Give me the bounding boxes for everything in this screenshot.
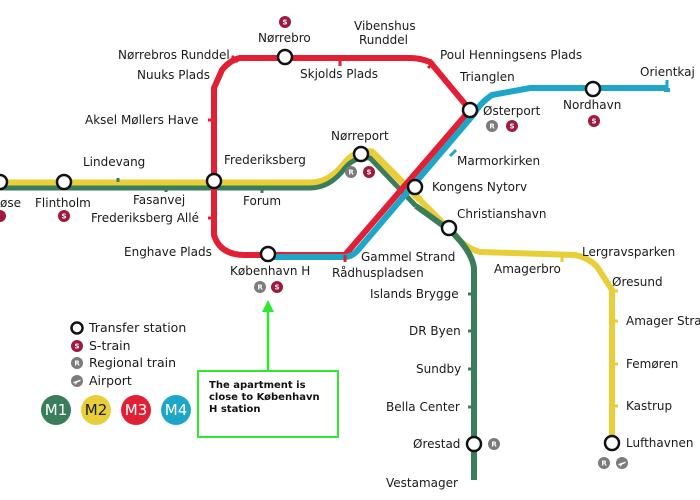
svg-text:S: S <box>61 213 66 221</box>
station-labels: Orientkaj Nordhavn Østerport Trianglen P… <box>0 19 700 490</box>
label-enghave-plads: Enghave Plads <box>124 245 212 259</box>
svg-text:Transfer station: Transfer station <box>88 320 186 335</box>
svg-text:M4: M4 <box>165 401 188 419</box>
badge-m4: M4 <box>161 395 191 425</box>
label-frederiksberg: Frederiksberg <box>224 153 306 167</box>
label-sundby: Sundby <box>416 362 461 376</box>
station-orestad[interactable] <box>465 435 483 453</box>
legend-regional-icon: R <box>71 357 83 369</box>
label-osterport: Østerport <box>483 104 541 118</box>
svg-text:M2: M2 <box>85 401 108 419</box>
svg-text:M3: M3 <box>125 401 148 419</box>
label-oresund: Øresund <box>612 275 663 289</box>
label-vestamager: Vestamager <box>386 476 458 490</box>
svg-text:S: S <box>509 123 514 131</box>
svg-text:R: R <box>74 360 80 368</box>
label-trianglen: Trianglen <box>459 70 515 84</box>
svg-text:S: S <box>282 19 287 27</box>
badge-m2: M2 <box>81 395 111 425</box>
annotation-box: The apartment is close to København H st… <box>197 370 339 438</box>
s-train-badges: S S S S S S <box>0 16 600 293</box>
label-poul-henningsens-plads: Poul Henningsens Plads <box>440 48 582 62</box>
label-norrebros-runddel: Nørrebros Runddel <box>118 48 230 62</box>
line-m3-ring <box>211 55 473 258</box>
legend-transfer-icon <box>70 321 84 335</box>
station-kobenhavn-h[interactable] <box>259 245 277 263</box>
svg-text:S: S <box>366 169 371 177</box>
svg-text:R: R <box>601 460 607 468</box>
svg-text:R: R <box>257 284 263 292</box>
badge-m1: M1 <box>41 395 71 425</box>
legend-s-train-icon: S <box>71 340 83 352</box>
svg-text:S: S <box>274 284 279 292</box>
m2-ticks <box>560 255 618 408</box>
label-bella-center: Bella Center <box>386 400 460 414</box>
station-nordhavn[interactable] <box>584 80 602 98</box>
label-nuuks-plads: Nuuks Plads <box>137 68 210 82</box>
label-orientkaj: Orientkaj <box>640 65 695 79</box>
label-kobenhavn-h: København H <box>230 264 310 278</box>
label-femoren: Femøren <box>626 357 678 371</box>
station-vanlose[interactable] <box>0 173 9 191</box>
airport-icon <box>616 457 628 469</box>
svg-text:R: R <box>491 441 497 449</box>
label-amagerbro: Amagerbro <box>494 262 561 276</box>
label-nordhavn: Nordhavn <box>563 98 621 112</box>
legend-airport-icon <box>71 375 83 387</box>
svg-text:M1: M1 <box>45 401 68 419</box>
label-fasanvej: Fasanvej <box>133 193 185 207</box>
svg-text:Regional train: Regional train <box>89 355 176 370</box>
label-kongens-nytorv: Kongens Nytorv <box>432 180 527 194</box>
transfer-stations <box>0 48 621 453</box>
line-badges: M1 M2 M3 M4 <box>41 395 191 425</box>
station-norrebro[interactable] <box>276 48 294 66</box>
label-norreport: Nørreport <box>331 129 389 143</box>
badge-m3: M3 <box>121 395 151 425</box>
station-osterport[interactable] <box>461 101 479 119</box>
label-forum: Forum <box>243 194 281 208</box>
svg-text:S-train: S-train <box>89 338 131 353</box>
station-kongens-nytorv[interactable] <box>406 178 424 196</box>
label-gammel-strand: Gammel Strand <box>361 250 455 264</box>
label-vibenshus-1: Vibenshus <box>354 19 416 33</box>
label-kastrup: Kastrup <box>626 399 672 413</box>
label-lergravsparken: Lergravsparken <box>582 245 675 259</box>
legend: Transfer station S S-train R Regional tr… <box>70 320 186 388</box>
m4-ticks <box>368 148 458 238</box>
svg-text:S: S <box>74 343 79 351</box>
m1-ticks <box>116 178 474 409</box>
label-flintholm: Flintholm <box>35 196 91 210</box>
station-christianshavn[interactable] <box>440 219 458 237</box>
label-lindevang: Lindevang <box>83 155 145 169</box>
label-orestad: Ørestad <box>413 437 460 451</box>
svg-text:R: R <box>348 169 354 177</box>
station-flintholm[interactable] <box>55 173 73 191</box>
label-dr-byen: DR Byen <box>409 324 461 338</box>
station-norreport[interactable] <box>352 145 370 163</box>
regional-badges: R R R R R <box>254 120 610 469</box>
label-vibenshus-2: Runddel <box>359 33 408 47</box>
svg-text:R: R <box>489 123 495 131</box>
annotation-text: The apartment is close to København H st… <box>209 380 320 415</box>
station-lufthavnen[interactable] <box>603 434 621 452</box>
label-frederiksberg-alle: Frederiksberg Allé <box>91 211 199 225</box>
label-aksel-mollers-have: Aksel Møllers Have <box>85 113 199 127</box>
svg-text:S: S <box>591 118 596 126</box>
label-norrebro: Nørrebro <box>258 31 311 45</box>
svg-text:Airport: Airport <box>89 373 132 388</box>
annotation-arrow <box>262 300 274 370</box>
label-christianshavn: Christianshavn <box>457 207 546 221</box>
label-vanlose: øse <box>0 196 21 210</box>
label-marmorkirken: Marmorkirken <box>457 154 540 168</box>
label-radhuspladsen: Rådhuspladsen <box>332 266 424 280</box>
label-lufthavnen: Lufthavnen <box>626 436 693 450</box>
station-frederiksberg[interactable] <box>205 172 223 190</box>
m3-ticks <box>208 54 436 262</box>
label-amager-strand: Amager Stra <box>626 314 700 328</box>
label-skjolds-plads: Skjolds Plads <box>300 67 378 81</box>
label-islands-brygge: Islands Brygge <box>370 287 459 301</box>
